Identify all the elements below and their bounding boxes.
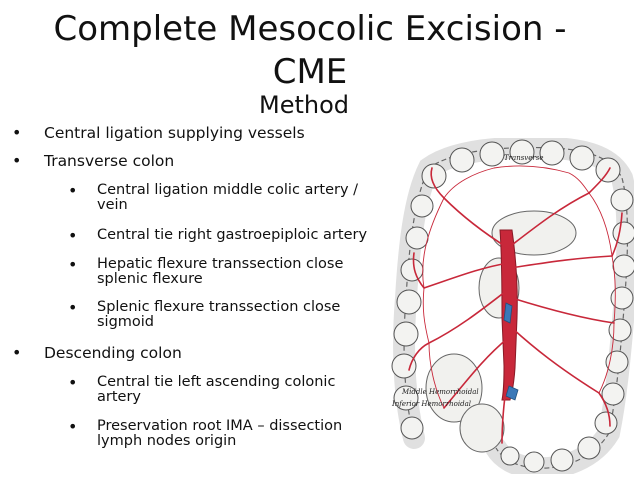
slide-title: Complete Mesocolic Excision - CME [53, 9, 567, 92]
bullet-dot: • [68, 255, 78, 274]
bullet-dot: • [12, 151, 22, 170]
bullet-text: Central ligation supplying vessels [44, 124, 305, 142]
bullet-dot: • [12, 123, 22, 142]
vein [503, 302, 513, 324]
bullet-dot: • [68, 417, 78, 436]
bullet-text: Transverse colon [44, 152, 175, 170]
artery-branches [408, 167, 623, 444]
slide-subtitle: Method [259, 91, 350, 119]
bullet-text: Descending colon [44, 344, 182, 362]
figure-label-middle-hemorrhoidal: Middle Hemorrhoidal [401, 388, 479, 396]
bullet-text: Hepatic flexure transsection close splen… [97, 256, 344, 287]
bullet-text: Central ligation middle colic artery / v… [97, 182, 359, 213]
bullet-text: Preservation root IMA – dissection lymph… [97, 418, 343, 449]
figure-label-transverse: Transverse [504, 154, 543, 162]
figure-label-inferior-hemorrhoidal: Inferior Hemorrhoidal [391, 400, 471, 408]
small-intestine [425, 210, 577, 453]
bullet-text: Central tie right gastroepiploic artery [97, 227, 368, 243]
bullet-dot: • [68, 181, 78, 200]
bullet-dot: • [68, 298, 78, 317]
bullet-dot: • [68, 373, 78, 392]
bullet-dot: • [68, 226, 78, 245]
artery-arcades [422, 165, 616, 409]
bullet-text: Splenic flexure transsection close sigmo… [97, 299, 341, 330]
colon-anatomy-illustration: Transverse Middle Hemorrhoidal Inferior … [391, 138, 634, 474]
bullet-dot: • [12, 343, 22, 362]
vein-lower [505, 385, 519, 401]
bullet-text: Central tie left ascending colonic arter… [97, 374, 336, 405]
